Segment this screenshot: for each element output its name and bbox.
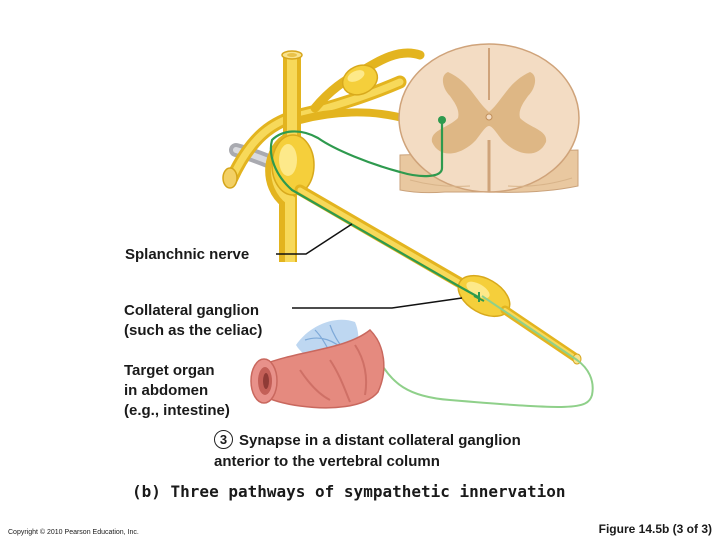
dorsal-root-ganglion bbox=[341, 64, 379, 96]
label-collateral-ganglion-line1: Collateral ganglion bbox=[124, 302, 260, 319]
figure-caption: (b) Three pathways of sympathetic innerv… bbox=[132, 482, 566, 501]
step-line1: 3 Synapse in a distant collateral ganglio… bbox=[214, 430, 521, 451]
preganglionic-fiber bbox=[269, 122, 481, 299]
label-target-organ-line3: (e.g., intestine) bbox=[124, 402, 230, 419]
label-splanchnic-nerve: Splanchnic nerve bbox=[125, 245, 249, 265]
label-target-organ: Target organ in abdomen (e.g., intestine… bbox=[124, 361, 230, 421]
label-collateral-ganglion-line2: (such as the celiac) bbox=[124, 322, 263, 339]
label-target-organ-line1: Target organ bbox=[124, 362, 215, 379]
leader-lines bbox=[276, 223, 463, 309]
copyright-notice: Copyright © 2010 Pearson Education, Inc. bbox=[8, 529, 139, 536]
step-text-line1: Synapse in a distant collateral ganglion bbox=[239, 432, 521, 449]
figure-number: Figure 14.5b (3 of 3) bbox=[598, 522, 712, 536]
label-target-organ-line2: in abdomen bbox=[124, 382, 209, 399]
leader-collateral bbox=[292, 297, 463, 309]
step-description: 3 Synapse in a distant collateral ganglio… bbox=[214, 430, 521, 472]
leader-splanchnic bbox=[276, 223, 353, 255]
spinal-cord bbox=[398, 43, 580, 194]
step-text-line2: anterior to the vertebral column bbox=[214, 453, 440, 470]
intestine bbox=[250, 328, 385, 409]
label-splanchnic-nerve-text: Splanchnic nerve bbox=[125, 246, 250, 263]
label-collateral-ganglion: Collateral ganglion (such as the celiac) bbox=[124, 301, 262, 341]
step-number-badge: 3 bbox=[214, 430, 233, 449]
ventral-root bbox=[296, 108, 414, 124]
gray-matter bbox=[431, 72, 547, 154]
